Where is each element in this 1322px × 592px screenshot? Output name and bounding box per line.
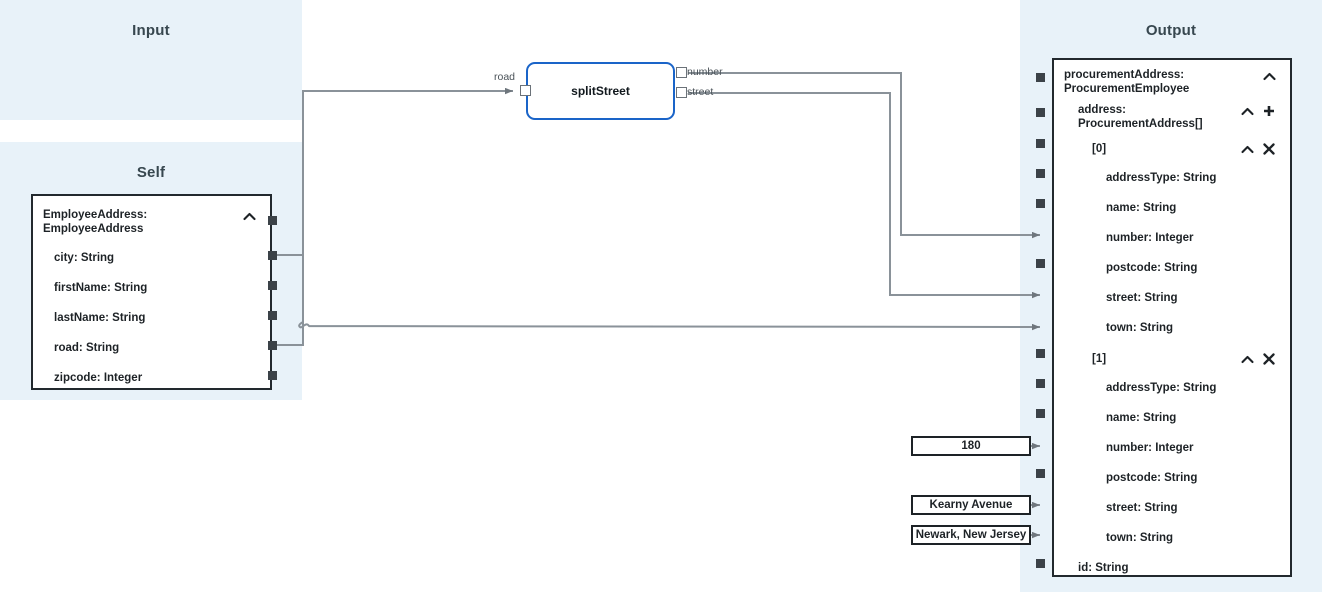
self-field-label: firstName: String (54, 282, 148, 294)
self-field-label: road: String (54, 342, 120, 354)
output-field-row[interactable]: address: ProcurementAddress[] (1054, 103, 1290, 132)
wire-road-to-splitstreet (272, 87, 513, 346)
output-input-port[interactable] (1036, 108, 1045, 117)
output-field-row[interactable]: number: Integer (1054, 441, 1290, 455)
wire-city-to-town0 (272, 254, 1040, 327)
output-row-icons (1258, 68, 1280, 84)
output-field-row[interactable]: name: String (1054, 411, 1290, 425)
wire-street-to-street0 (688, 92, 1040, 299)
chevron-up-icon[interactable] (238, 208, 260, 224)
output-input-port[interactable] (1036, 169, 1045, 178)
output-input-port[interactable] (1036, 139, 1045, 148)
self-output-port[interactable] (268, 371, 277, 380)
region-title-self: Self (136, 164, 166, 181)
output-field-label: id: String (1078, 562, 1129, 574)
self-node-card[interactable]: EmployeeAddress: EmployeeAddress city: S… (31, 194, 272, 390)
chevron-up-icon[interactable] (1236, 141, 1258, 157)
output-input-port[interactable] (1036, 559, 1045, 568)
output-field-label: addressType: String (1106, 382, 1217, 394)
output-field-row[interactable]: addressType: String (1054, 381, 1290, 395)
output-field-row[interactable]: id: String (1054, 561, 1290, 575)
chevron-up-icon[interactable] (1236, 103, 1258, 119)
self-output-port[interactable] (268, 341, 277, 350)
splitstreet-node-label: splitStreet (571, 84, 630, 98)
output-row-icons (1236, 351, 1280, 367)
splitstreet-output-port-number[interactable] (676, 67, 687, 78)
output-input-port[interactable] (1036, 379, 1045, 388)
self-field-row[interactable]: zipcode: Integer (33, 371, 270, 385)
output-input-port[interactable] (1036, 199, 1045, 208)
region-title-input: Input (132, 22, 170, 39)
output-field-row[interactable]: street: String (1054, 291, 1290, 305)
output-field-label: name: String (1106, 412, 1177, 424)
splitstreet-input-port-road[interactable] (520, 85, 531, 96)
output-input-port[interactable] (1036, 259, 1045, 268)
close-icon[interactable] (1258, 141, 1280, 157)
self-field-row[interactable]: city: String (33, 251, 270, 265)
output-field-row[interactable]: [0] (1054, 141, 1290, 157)
splitstreet-input-label-road: road (494, 71, 516, 83)
self-field-label: lastName: String (54, 312, 146, 324)
self-card-header-icons (238, 208, 260, 224)
splitstreet-output-port-street[interactable] (676, 87, 687, 98)
output-field-label: street: String (1106, 502, 1178, 514)
output-field-label: [0] (1092, 142, 1107, 155)
output-field-label: number: Integer (1106, 232, 1194, 244)
output-field-label: [1] (1092, 352, 1107, 365)
self-card-header[interactable]: EmployeeAddress: EmployeeAddress (33, 208, 270, 237)
splitstreet-output-label-street: street (687, 86, 714, 98)
splitstreet-node[interactable]: splitStreet (526, 62, 675, 120)
chevron-up-icon[interactable] (1236, 351, 1258, 367)
output-field-row[interactable]: street: String (1054, 501, 1290, 515)
output-field-row[interactable]: [1] (1054, 351, 1290, 367)
output-field-row[interactable]: town: String (1054, 321, 1290, 335)
output-field-label: street: String (1106, 292, 1178, 304)
output-input-port[interactable] (1036, 409, 1045, 418)
output-field-row[interactable]: number: Integer (1054, 231, 1290, 245)
self-field-label: city: String (54, 252, 115, 264)
chevron-up-icon[interactable] (1258, 68, 1280, 84)
output-field-label: addressType: String (1106, 172, 1217, 184)
self-output-port[interactable] (268, 311, 277, 320)
output-field-row[interactable]: postcode: String (1054, 471, 1290, 485)
output-field-label: number: Integer (1106, 442, 1194, 454)
output-input-port[interactable] (1036, 73, 1045, 82)
plus-icon[interactable] (1258, 103, 1280, 119)
output-input-port[interactable] (1036, 349, 1045, 358)
output-field-row[interactable]: name: String (1054, 201, 1290, 215)
self-header-port[interactable] (268, 216, 277, 225)
output-field-label: procurementAddress: ProcurementEmployee (1064, 69, 1190, 96)
constant-value-box[interactable]: Newark, New Jersey (911, 525, 1031, 545)
output-field-label: town: String (1106, 322, 1174, 334)
output-field-label: postcode: String (1106, 472, 1198, 484)
region-input (0, 0, 302, 120)
splitstreet-output-label-number: number (687, 66, 723, 78)
close-icon[interactable] (1258, 351, 1280, 367)
output-row-icons (1236, 103, 1280, 119)
output-node-card[interactable]: procurementAddress: ProcurementEmployee a… (1052, 58, 1292, 577)
constant-value-box[interactable]: 180 (911, 436, 1031, 456)
output-row-icons (1236, 141, 1280, 157)
output-field-label: address: ProcurementAddress[] (1078, 104, 1203, 131)
wire-number-to-number0 (688, 72, 1040, 239)
output-field-row[interactable]: postcode: String (1054, 261, 1290, 275)
self-field-row[interactable]: firstName: String (33, 281, 270, 295)
self-field-label: zipcode: Integer (54, 372, 143, 384)
output-field-row[interactable]: town: String (1054, 531, 1290, 545)
output-field-row[interactable]: procurementAddress: ProcurementEmployee (1054, 68, 1290, 97)
output-field-row[interactable]: addressType: String (1054, 171, 1290, 185)
self-field-row[interactable]: road: String (33, 341, 270, 355)
region-title-output: Output (1145, 22, 1197, 39)
self-output-port[interactable] (268, 251, 277, 260)
output-input-port[interactable] (1036, 469, 1045, 478)
output-field-label: name: String (1106, 202, 1177, 214)
self-output-port[interactable] (268, 281, 277, 290)
output-field-label: postcode: String (1106, 262, 1198, 274)
self-field-row[interactable]: lastName: String (33, 311, 270, 325)
self-card-title: EmployeeAddress: EmployeeAddress (43, 209, 148, 236)
constant-value-box[interactable]: Kearny Avenue (911, 495, 1031, 515)
output-field-label: town: String (1106, 532, 1174, 544)
